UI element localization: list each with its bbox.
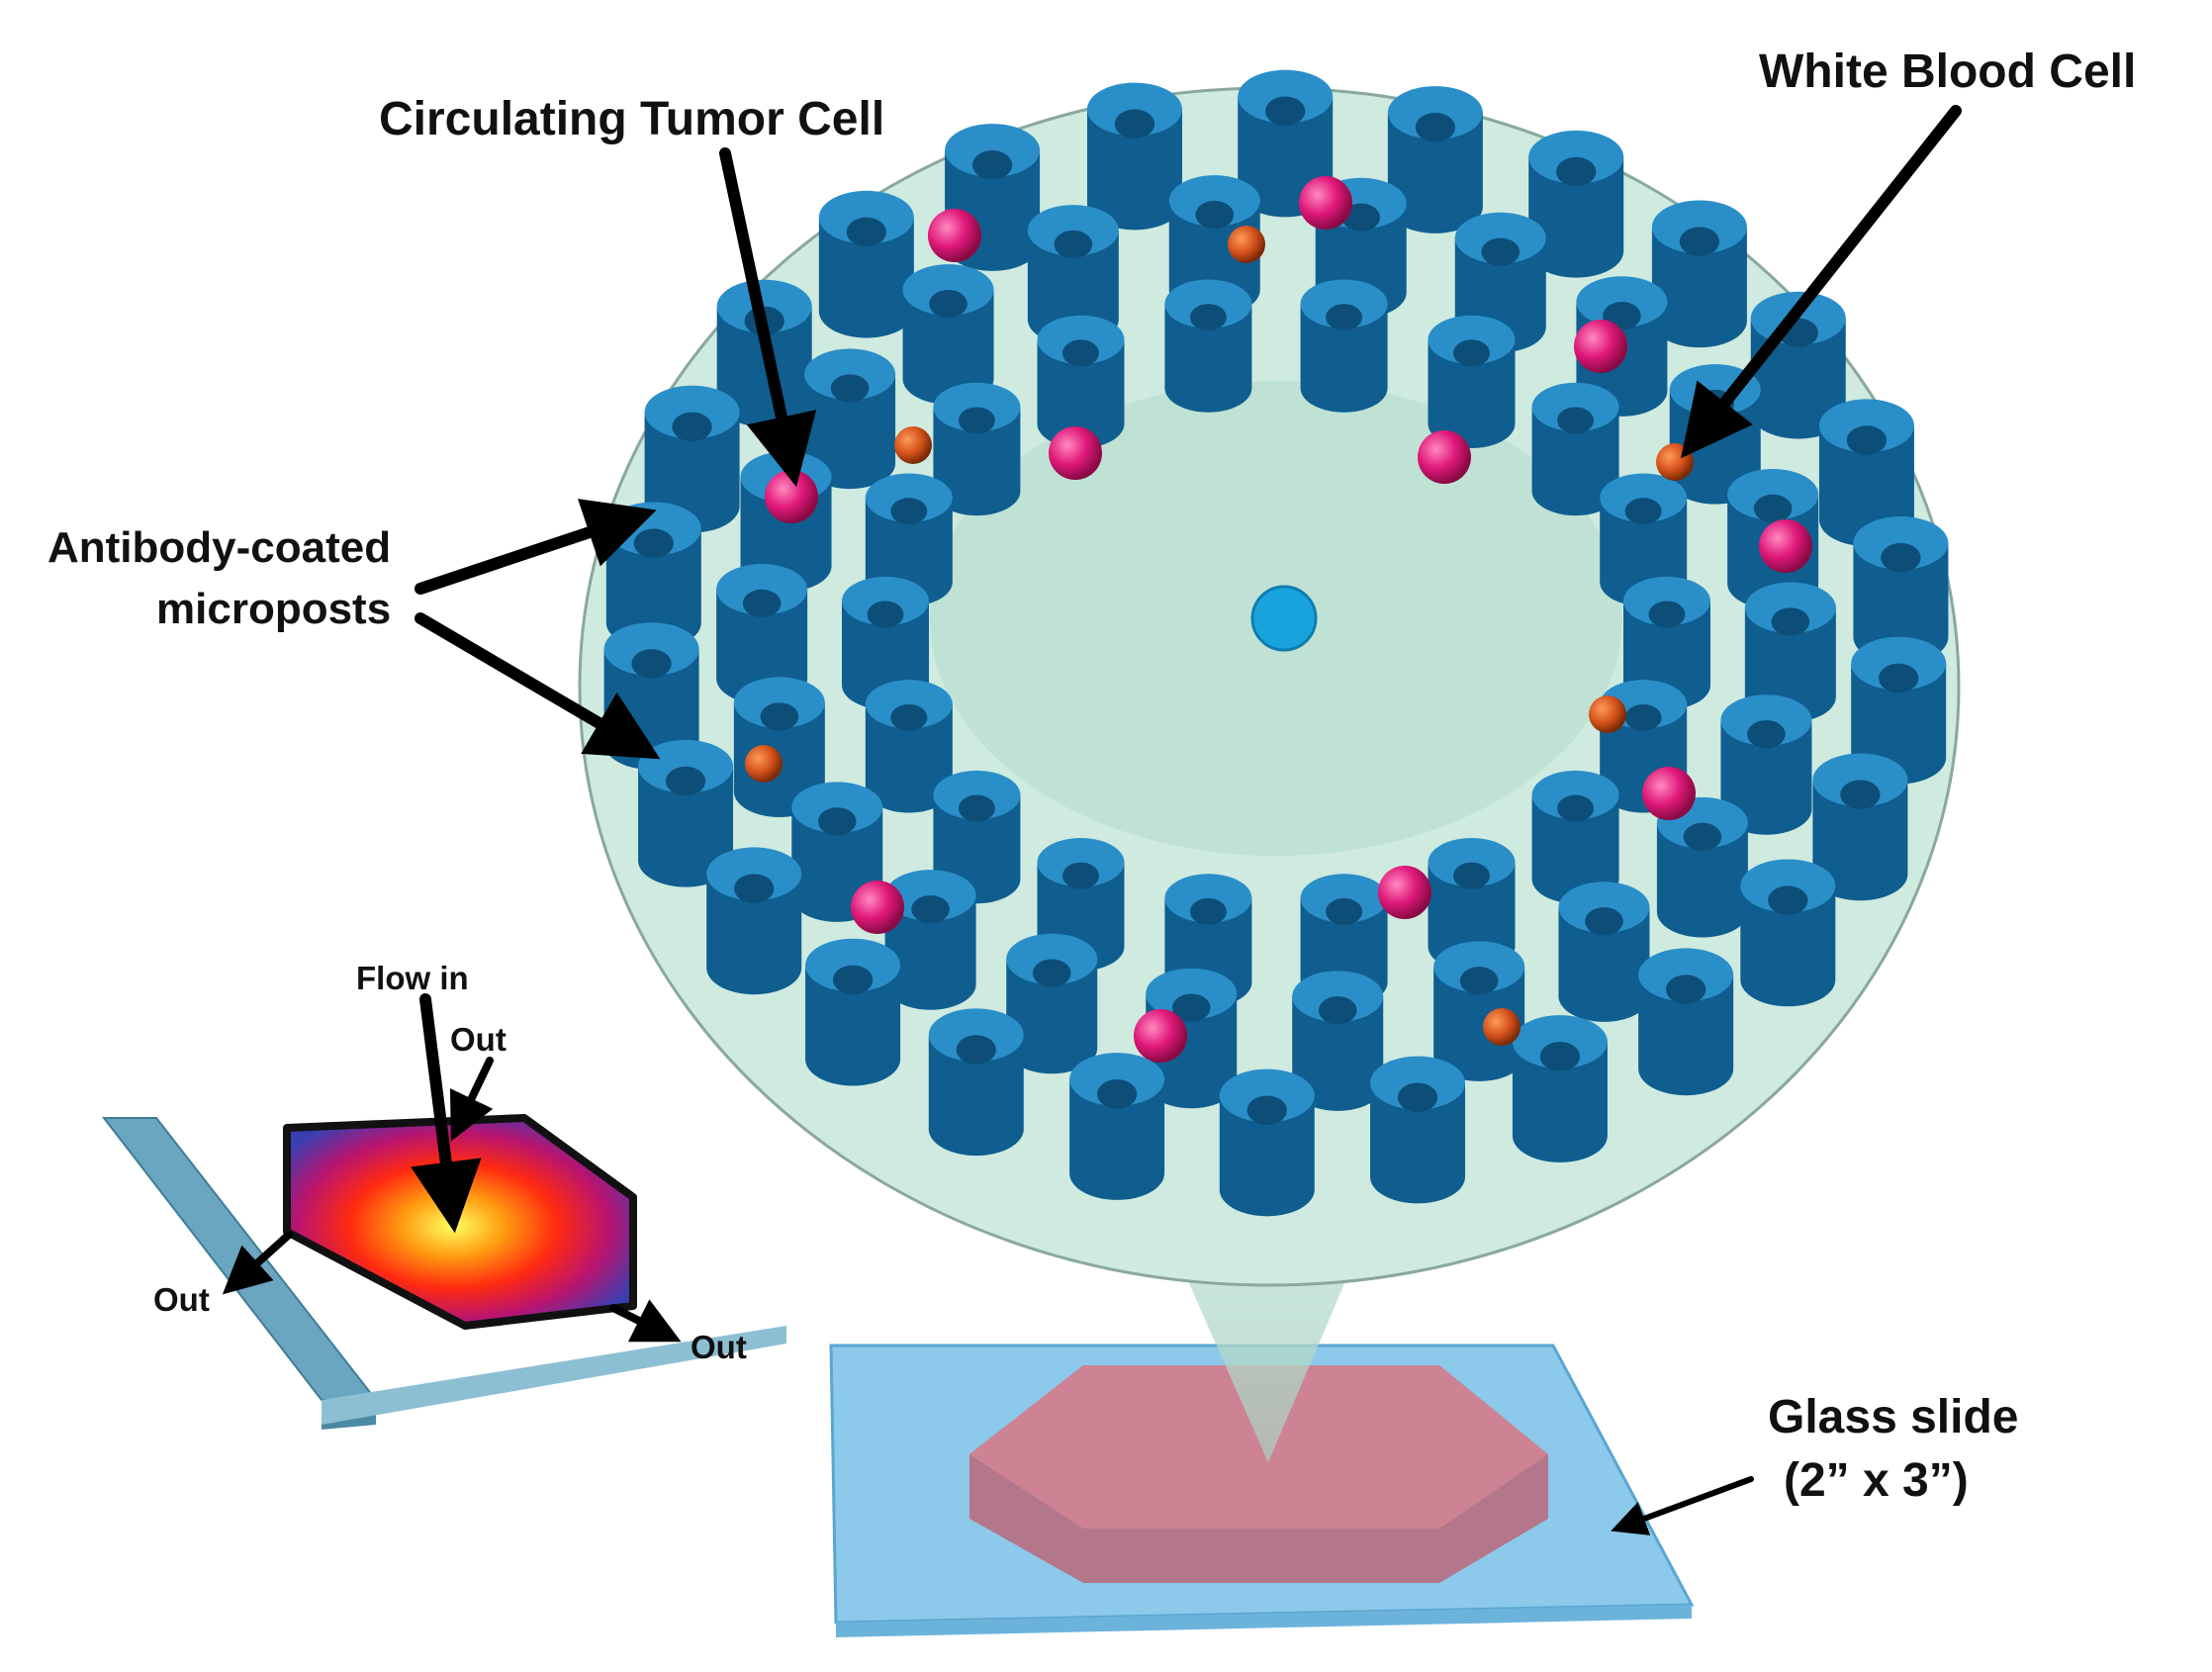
micropost-icon xyxy=(804,348,896,490)
circulating-tumor-cell-icon xyxy=(1759,519,1812,573)
micropost-icon xyxy=(1812,753,1908,901)
micropost-icon xyxy=(1086,82,1182,231)
micropost-icon xyxy=(1027,205,1119,345)
micropost-icon xyxy=(1037,315,1125,449)
micropost-icon xyxy=(1651,200,1747,348)
center-port xyxy=(1250,585,1318,652)
micropost-icon xyxy=(644,385,740,533)
circulating-tumor-cell-icon xyxy=(1418,430,1471,484)
white-blood-cell-icon xyxy=(1483,1008,1521,1046)
label-glass-slide-line1: Glass slide xyxy=(1768,1391,2018,1443)
micropost-icon xyxy=(638,739,734,887)
micropost-icon xyxy=(1720,695,1812,835)
label-circulating-tumor-cell: Circulating Tumor Cell xyxy=(379,93,884,145)
micropost-icon xyxy=(716,563,808,704)
micropost-icon xyxy=(1433,941,1525,1081)
white-blood-cell-icon xyxy=(745,745,783,783)
circulating-tumor-cell-icon xyxy=(1134,1009,1187,1063)
micropost-icon xyxy=(1292,971,1384,1111)
annotation-arrows xyxy=(222,105,1962,1535)
micropost-icon xyxy=(1528,130,1624,278)
micropost-icon xyxy=(716,279,812,427)
micropost-icon xyxy=(865,680,953,813)
micropost-icon xyxy=(1387,86,1483,233)
micropost-icon xyxy=(1370,1056,1466,1204)
label-out-right: Out xyxy=(691,1329,747,1365)
micropost-icon xyxy=(933,382,1021,516)
label-glass-slide-line2: (2” x 3”) xyxy=(1784,1454,1969,1507)
micropost-icon xyxy=(1740,859,1836,1007)
white-blood-cell-icon xyxy=(1228,226,1265,263)
micropost-icon xyxy=(1219,1068,1315,1217)
circulating-tumor-cell-icon xyxy=(1378,866,1431,919)
micropost-icon xyxy=(1638,948,1734,1096)
circulating-tumor-cell-icon xyxy=(1299,176,1352,230)
micropost-icon xyxy=(884,870,976,1010)
micropost-icon xyxy=(1531,382,1619,516)
micropost-icon xyxy=(928,1008,1024,1157)
micropost-icon xyxy=(818,190,914,338)
micropost-icon xyxy=(1069,1053,1165,1200)
micropost-icon xyxy=(1512,1015,1608,1162)
micropost-icon xyxy=(805,938,901,1086)
circulating-tumor-cell-icon xyxy=(1574,320,1627,373)
circulating-tumor-cell-icon xyxy=(928,209,981,262)
micropost-icon xyxy=(1744,582,1836,723)
cells xyxy=(745,176,1812,1063)
micropost-icon xyxy=(1164,279,1252,413)
label-antibody-line2: microposts xyxy=(156,585,391,633)
label-antibody-line1: Antibody-coated xyxy=(47,523,391,572)
circulating-tumor-cell-icon xyxy=(1642,767,1696,820)
micropost-icon xyxy=(1006,933,1098,1074)
label-flow-in: Flow in xyxy=(356,960,469,996)
white-blood-cell-icon xyxy=(1589,696,1626,733)
label-out-top: Out xyxy=(450,1021,507,1058)
micropost-icon xyxy=(706,847,802,995)
micropost-icon xyxy=(902,264,994,405)
slide-chamber xyxy=(969,1365,1548,1583)
micropost-icon xyxy=(1853,516,1949,664)
circulating-tumor-cell-icon xyxy=(1049,426,1102,480)
circulating-tumor-cell-icon xyxy=(851,881,904,934)
white-blood-cell-icon xyxy=(894,426,932,464)
microposts xyxy=(603,69,1949,1217)
micropost-icon xyxy=(1531,770,1619,904)
micropost-icon xyxy=(1818,399,1914,547)
micropost-icon xyxy=(1300,279,1388,413)
micropost-icon xyxy=(1428,315,1516,449)
label-white-blood-cell: White Blood Cell xyxy=(1759,46,2136,98)
micropost-icon xyxy=(1851,636,1947,785)
label-out-left: Out xyxy=(153,1281,210,1318)
micropost-icon xyxy=(1558,882,1650,1022)
